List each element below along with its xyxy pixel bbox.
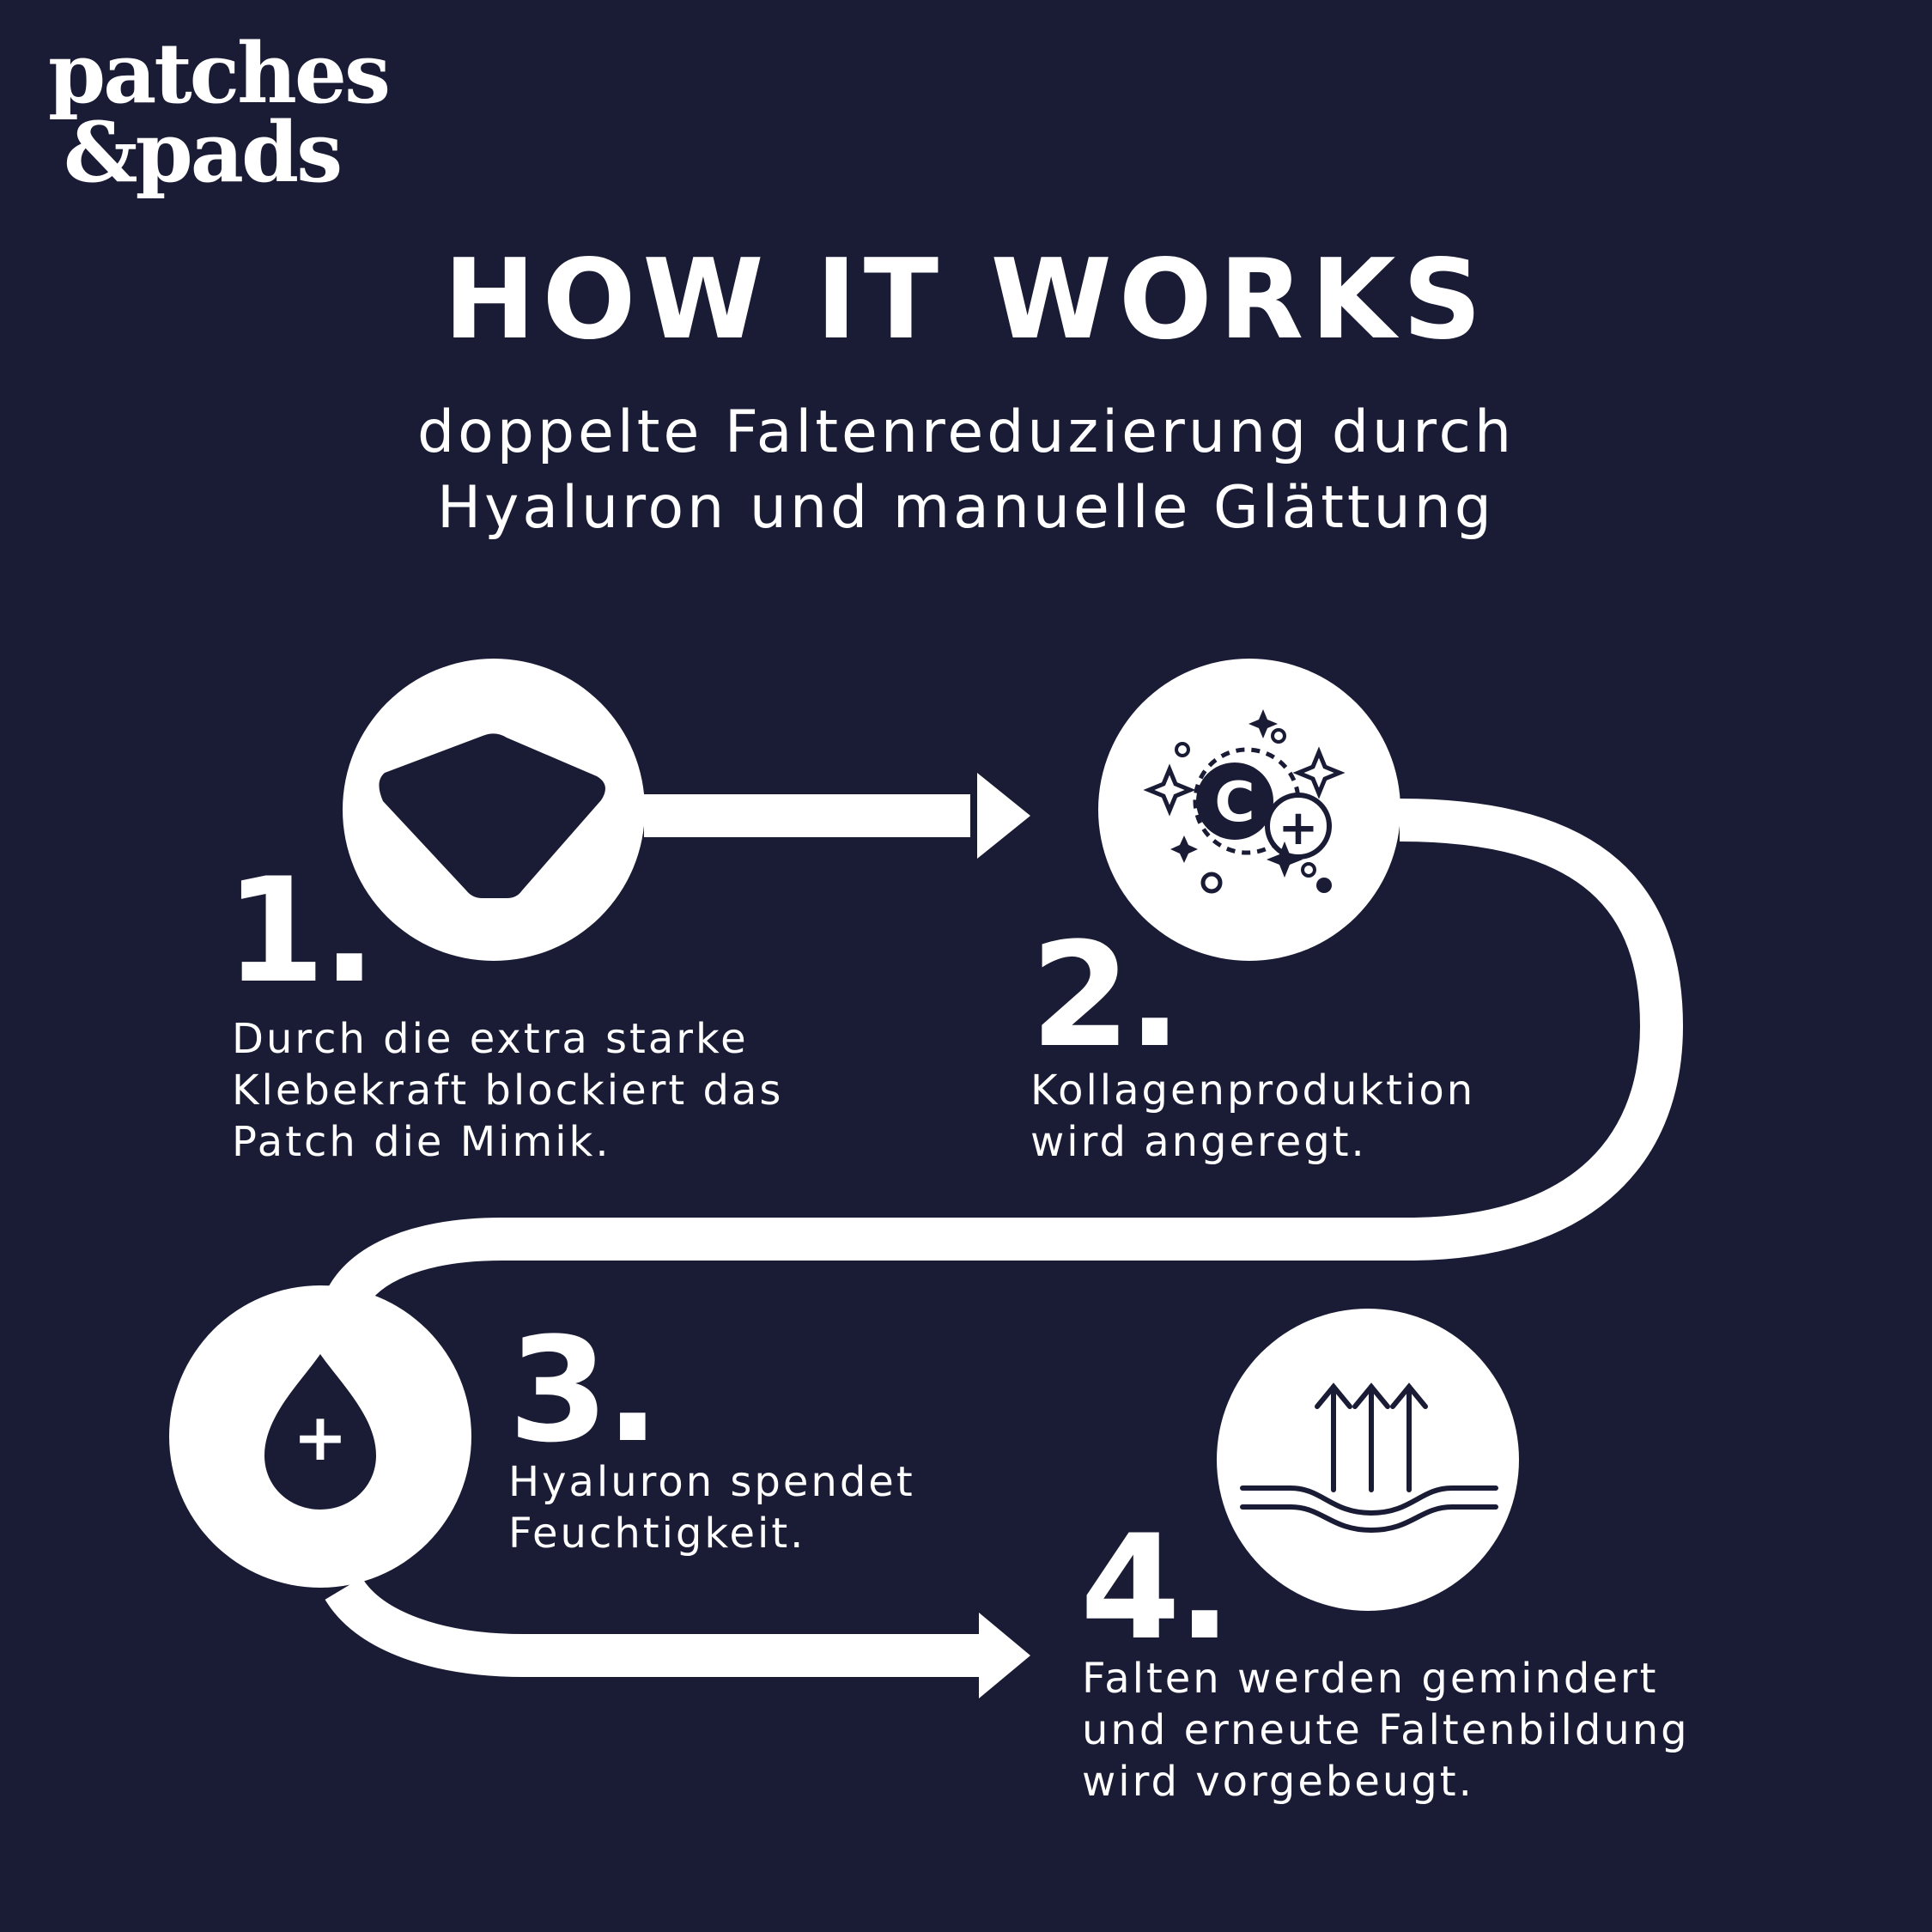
connector-1-to-2 — [644, 773, 1030, 859]
patch-icon — [379, 733, 605, 898]
step-2-line: wird angeregt. — [1030, 1118, 1367, 1166]
connector-2-to-3 — [323, 799, 1684, 1315]
hyaluron-drop-icon: + — [264, 1354, 376, 1510]
step-1-number: 1. — [225, 847, 377, 1015]
page-subtitle: doppelte Faltenreduzierung durch Hyaluro… — [0, 395, 1932, 546]
skin-lift-icon — [1240, 1382, 1498, 1534]
step-4-line: und erneute Faltenbildung — [1082, 1706, 1690, 1754]
brand-logo-line1: patches — [48, 25, 391, 122]
step-2-line: Kollagenproduktion — [1030, 1066, 1476, 1115]
step-1-text: Durch die extra starke Klebekraft blocki… — [232, 1013, 783, 1168]
step-4-circle — [1217, 1309, 1519, 1611]
step-4-number: 4. — [1080, 1504, 1232, 1672]
step-4-text: Falten werden gemindert und erneute Falt… — [1082, 1653, 1690, 1807]
svg-text:C: C — [1215, 771, 1255, 835]
subtitle-line1: doppelte Faltenreduzierung durch — [416, 398, 1516, 466]
svg-text:+: + — [293, 1399, 348, 1475]
step-2-text: Kollagenproduktion wird angeregt. — [1030, 1065, 1475, 1168]
step-1-line: Patch die Mimik. — [232, 1118, 611, 1166]
step-3-number: 3. — [508, 1306, 660, 1474]
step-4-line: wird vorgebeugt. — [1082, 1758, 1474, 1806]
collagen-icon: C + — [1143, 709, 1346, 894]
step-3-line: Hyaluron spendet — [508, 1458, 915, 1506]
step-1-circle — [343, 659, 645, 961]
step-1-line: Durch die extra starke — [232, 1015, 749, 1063]
step-3-text: Hyaluron spendet Feuchtigkeit. — [508, 1456, 915, 1559]
brand-logo: patches &pads — [48, 25, 391, 201]
page-title: HOW IT WORKS — [443, 236, 1489, 364]
subtitle-line2: Hyaluron und manuelle Glättung — [437, 474, 1495, 542]
step-2-circle: C + — [1098, 659, 1400, 961]
step-4-line: Falten werden gemindert — [1082, 1655, 1659, 1703]
step-3-line: Feuchtigkeit. — [508, 1510, 806, 1558]
step-3-circle: + — [169, 1285, 471, 1588]
step-1-line: Klebekraft blockiert das — [232, 1066, 784, 1115]
step-2-number: 2. — [1030, 911, 1182, 1079]
brand-logo-line2: &pads — [64, 104, 343, 201]
connector-3-to-4 — [325, 1577, 1030, 1698]
